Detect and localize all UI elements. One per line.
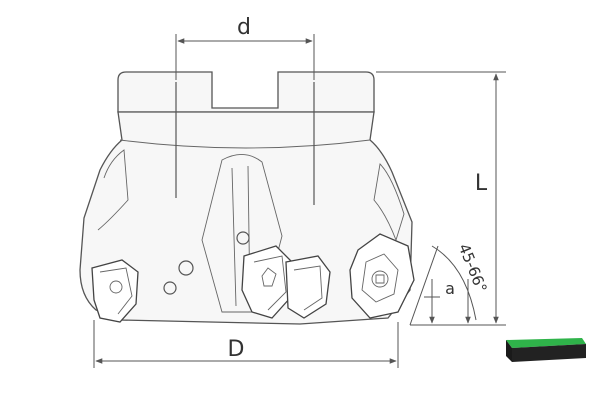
insert-center: [241, 245, 293, 319]
label-angle-range: 45-66°: [455, 241, 491, 295]
label-angle: a: [445, 279, 455, 298]
top-flange: [117, 71, 375, 113]
right-gash: [373, 163, 405, 242]
screw-hole-lower: [163, 281, 177, 295]
dimension-D: [93, 320, 399, 368]
screw-hole-left: [178, 260, 194, 276]
label-cutter-diameter: D: [228, 337, 245, 362]
left-gash: [97, 149, 129, 231]
insert-center-right: [285, 255, 331, 319]
insert-right: [349, 233, 415, 319]
dimension-a: [409, 245, 477, 326]
center-gash: [201, 154, 283, 313]
coolant-hole: [236, 231, 250, 245]
label-bore-diameter: d: [237, 15, 251, 40]
insert-swatch: [506, 338, 586, 362]
label-length: L: [475, 171, 488, 196]
waist-line: [119, 139, 371, 149]
insert-left: [91, 259, 139, 323]
dimension-d: [175, 34, 315, 80]
dimension-L: [376, 71, 506, 326]
